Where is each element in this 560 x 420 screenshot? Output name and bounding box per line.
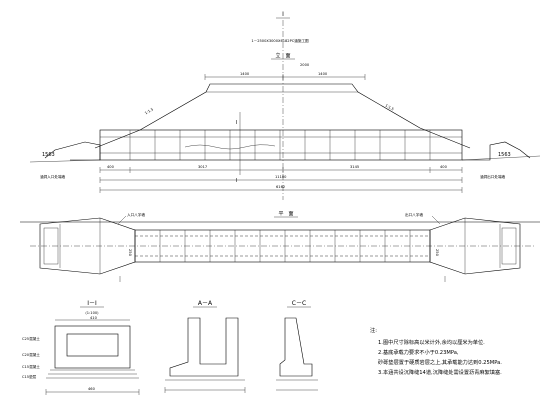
elevation-view: 1400 1400 1:1.5 1:1.5	[29, 20, 541, 200]
note-3: 砂砾垫层置于硬质岩层之上,其承载能力达到0.25MPa.	[378, 358, 502, 366]
note-2: 2.基底承载力要求不小于0.23MPa,	[378, 348, 459, 356]
right-note: 涵洞出口处端墙	[480, 174, 506, 179]
dim-left-piece: 400	[107, 165, 115, 169]
drawing-title: 1－2500X3000X6182PC涵施工图	[251, 38, 309, 43]
left-callout: 入口八字墙	[127, 212, 145, 217]
dim-top-right: 1400	[318, 72, 328, 76]
top-marker: I	[282, 11, 284, 18]
left-note: 涵洞入口处端墙	[40, 174, 66, 179]
section-i: I－I (1:100) 410 C25混凝土 C20混凝土 C15混凝土 C15…	[22, 300, 140, 395]
dim-total-1: 11100	[275, 175, 287, 179]
plan-view: 平 面 入口八字墙	[20, 211, 540, 282]
left-width: 250	[128, 249, 132, 257]
section-a: A－A	[164, 300, 246, 393]
title-block: I 1－2500X3000X6182PC涵施工图 立 面 2000	[251, 11, 310, 67]
section-i-title: I－I	[87, 300, 97, 307]
right-callout: 出口八字墙	[405, 212, 423, 217]
crest-level: 2000	[300, 63, 310, 67]
notes-block: 注: 1.图中尺寸除标高以米计外,余均以厘米为单位. 2.基底承载力要求不小于0…	[370, 326, 502, 376]
section-i-top-dim: 410	[90, 316, 98, 320]
section-c: C－C	[276, 300, 318, 391]
left-level: 1563	[42, 152, 55, 158]
layer-1: C25混凝土	[22, 336, 40, 341]
plan-joints	[159, 230, 411, 262]
plan-label: 平 面	[278, 211, 293, 217]
section-i-bottom-dim: 460	[88, 387, 96, 391]
section-i-scale: (1:100)	[85, 311, 99, 315]
segment-joints	[129, 130, 431, 160]
section-a-title: A－A	[198, 300, 213, 307]
dim-mid-left: 3017	[198, 165, 207, 169]
section-c-title: C－C	[292, 300, 306, 307]
section-mark-bottom: I	[236, 178, 237, 184]
layer-4: C15垫层	[22, 374, 37, 379]
slope-left: 1:1.5	[144, 107, 154, 115]
dim-mid-right: 3145	[350, 165, 359, 169]
right-width: 250	[435, 249, 439, 257]
note-4: 3.本涵共设沉降缝14道,沉降缝处需设置沥青麻絮填塞.	[378, 368, 502, 376]
note-1: 1.图中尺寸除标高以米计外,余均以厘米为单位.	[378, 338, 485, 346]
dim-right-piece: 400	[440, 165, 448, 169]
dim-top-left: 1400	[240, 72, 250, 76]
notes-heading: 注:	[370, 326, 377, 334]
slope-right: 1:1.5	[385, 103, 395, 111]
layer-3: C15混凝土	[22, 364, 40, 369]
right-level: 1563	[498, 152, 511, 158]
section-mark-top: I	[236, 120, 237, 126]
dim-total-2: 6162	[276, 185, 285, 189]
layer-2: C20混凝土	[22, 352, 40, 357]
